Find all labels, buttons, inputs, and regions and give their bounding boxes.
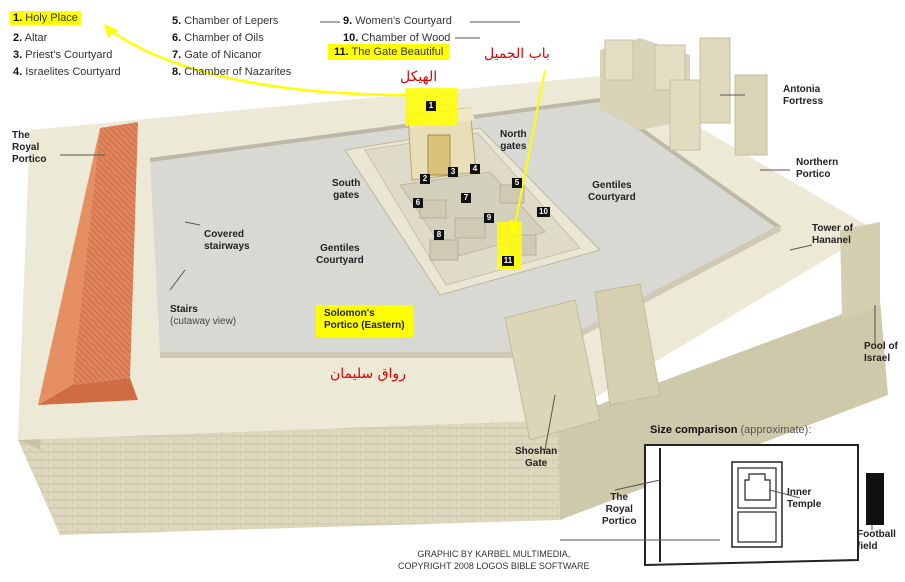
legend-item-8: 8. Chamber of Nazarites bbox=[172, 66, 292, 78]
marker-2: 2 bbox=[420, 174, 430, 184]
marker-5: 5 bbox=[512, 178, 522, 188]
credit-line: GRAPHIC BY KARBEL MULTIMEDIA,COPYRIGHT 2… bbox=[398, 549, 590, 571]
shoshan-gate-structure bbox=[504, 299, 601, 441]
tower-hananel-drawing bbox=[840, 222, 880, 320]
marker-9: 9 bbox=[484, 213, 494, 223]
marker-4: 4 bbox=[470, 164, 480, 174]
arabic-holy-place: الهيكل bbox=[400, 69, 438, 85]
front-wall-right bbox=[558, 300, 888, 520]
marker-3: 3 bbox=[448, 167, 458, 177]
size-comparison-drawing bbox=[644, 444, 884, 567]
legend-item-3: 3. Priest's Courtyard bbox=[13, 49, 113, 61]
royal-portico-roof bbox=[72, 122, 138, 385]
label-stairs: Stairs(cutaway view) bbox=[170, 304, 237, 327]
legend-item-6: 6. Chamber of Oils bbox=[172, 32, 264, 44]
arabic-solomons-portico: رواق سليمان bbox=[330, 366, 406, 382]
marker-10: 10 bbox=[537, 207, 550, 217]
marker-11: 11 bbox=[501, 255, 515, 267]
arrow-gate-beautiful bbox=[514, 69, 546, 226]
arrow-holy-place bbox=[109, 28, 406, 97]
football-field-shape bbox=[866, 473, 884, 525]
legend-item-4: 4. Israelites Courtyard bbox=[13, 66, 121, 78]
legend-item-5: 5. Chamber of Lepers bbox=[172, 15, 279, 27]
marker-1: 1 bbox=[425, 100, 437, 112]
legend-item-7: 7. Gate of Nicanor bbox=[172, 49, 262, 61]
royal-portico-front bbox=[38, 378, 138, 405]
legend-item-11: 11. The Gate Beautiful bbox=[328, 44, 450, 60]
marker-8: 8 bbox=[434, 230, 444, 240]
size-comparison-title: Size comparison (approximate): bbox=[650, 424, 812, 436]
temple-enclosure-drawing bbox=[344, 107, 601, 296]
legend-item-1: 1. Holy Place bbox=[10, 11, 81, 25]
front-wall bbox=[18, 420, 560, 535]
marker-7: 7 bbox=[461, 193, 471, 203]
marker-6: 6 bbox=[413, 198, 423, 208]
eastern-tower bbox=[594, 283, 661, 406]
legend-item-2: 2. Altar bbox=[13, 32, 48, 44]
legend-item-10: 10. Chamber of Wood bbox=[343, 32, 451, 44]
royal-portico-side bbox=[38, 128, 100, 405]
antonia-fortress-drawing bbox=[600, 37, 768, 156]
legend-item-9: 9. Women's Courtyard bbox=[343, 15, 452, 27]
leader-lines bbox=[60, 21, 876, 541]
arabic-gate-beautiful: باب الجميل bbox=[484, 46, 550, 62]
